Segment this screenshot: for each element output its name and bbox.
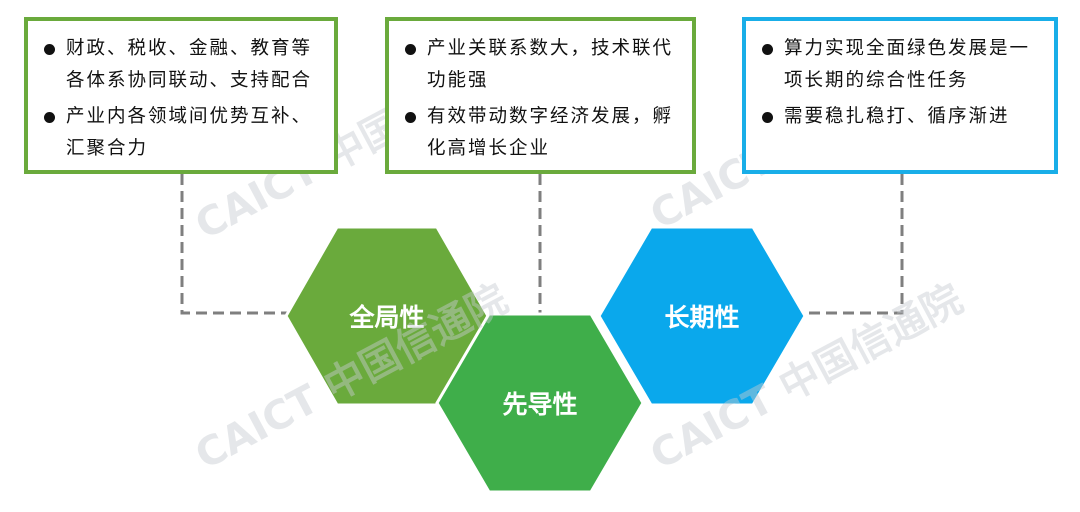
list-item-text: 有效带动数字经济发展，孵化高增长企业 <box>427 106 674 159</box>
bullet-icon <box>44 112 55 123</box>
bullet-icon <box>405 44 416 55</box>
list-item: 产业关联系数大，技术联代功能强 <box>403 33 678 97</box>
bullet-list-global: 财政、税收、金融、教育等各体系协同联动、支持配合 产业内各领域间优势互补、汇聚合… <box>42 33 320 165</box>
list-item-text: 产业关联系数大，技术联代功能强 <box>427 38 674 91</box>
list-item: 算力实现全面绿色发展是一项长期的综合性任务 <box>760 33 1040 97</box>
list-item-text: 算力实现全面绿色发展是一项长期的综合性任务 <box>784 38 1031 91</box>
bullet-icon <box>405 112 416 123</box>
hexagon-leading <box>435 312 645 494</box>
list-item-text: 需要稳扎稳打、循序渐进 <box>784 106 1010 127</box>
box-global: 财政、税收、金融、教育等各体系协同联动、支持配合 产业内各领域间优势互补、汇聚合… <box>24 17 338 174</box>
list-item: 产业内各领域间优势互补、汇聚合力 <box>42 101 320 165</box>
connector-right <box>806 174 904 315</box>
list-item-text: 产业内各领域间优势互补、汇聚合力 <box>66 106 313 159</box>
box-long-term: 算力实现全面绿色发展是一项长期的综合性任务 需要稳扎稳打、循序渐进 <box>742 17 1058 174</box>
box-leading: 产业关联系数大，技术联代功能强 有效带动数字经济发展，孵化高增长企业 <box>385 17 696 174</box>
list-item: 需要稳扎稳打、循序渐进 <box>760 101 1040 133</box>
bullet-list-leading: 产业关联系数大，技术联代功能强 有效带动数字经济发展，孵化高增长企业 <box>403 33 678 165</box>
bullet-icon <box>762 112 773 123</box>
list-item-text: 财政、税收、金融、教育等各体系协同联动、支持配合 <box>66 38 313 91</box>
bullet-icon <box>762 44 773 55</box>
hexagon-label-long-term: 长期性 <box>664 303 739 332</box>
hexagon-long-term <box>597 225 807 407</box>
list-item: 财政、税收、金融、教育等各体系协同联动、支持配合 <box>42 33 320 97</box>
connector-left <box>180 174 287 315</box>
hexagon-label-global: 全局性 <box>348 303 424 332</box>
list-item: 有效带动数字经济发展，孵化高增长企业 <box>403 101 678 165</box>
hexagon-label-leading: 先导性 <box>502 390 577 419</box>
bullet-icon <box>44 44 55 55</box>
bullet-list-long-term: 算力实现全面绿色发展是一项长期的综合性任务 需要稳扎稳打、循序渐进 <box>760 33 1040 133</box>
